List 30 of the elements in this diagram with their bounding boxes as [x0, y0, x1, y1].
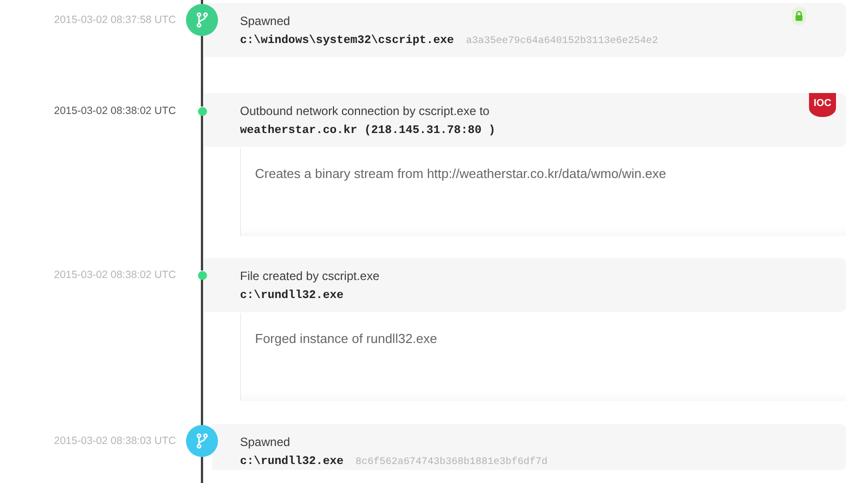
event-card	[204, 93, 846, 147]
event-marker	[186, 425, 218, 457]
event-card	[204, 258, 846, 312]
detail-text: Forged instance of rundll32.exe	[255, 330, 438, 348]
event-card	[204, 3, 846, 57]
file-path: weatherstar.co.kr (218.145.31.78:80 )	[240, 123, 496, 139]
file-hash: 8c6f562a674743b368b1881e3bf6df7d	[356, 456, 548, 470]
event-title: File created by cscript.exe	[240, 268, 380, 285]
timestamp: 2015-03-02 08:38:02 UTC	[54, 104, 176, 119]
event-marker	[186, 4, 218, 36]
event-title: Spawned	[240, 434, 290, 451]
file-path: c:\rundll32.exe	[240, 454, 344, 470]
timeline-line	[200, 280, 204, 425]
timeline-dot	[198, 106, 206, 116]
event-title: Spawned	[240, 13, 290, 30]
event-card	[212, 424, 846, 470]
ioc-badge: IOC	[809, 93, 836, 117]
file-path: c:\windows\system32\cscript.exe	[240, 33, 454, 49]
event-title: Outbound network connection by cscript.exe to	[240, 103, 490, 120]
timestamp: 2015-03-02 08:38:03 UTC	[54, 434, 176, 449]
timeline-dot	[198, 270, 206, 280]
file-hash: a3a35ee79c64a640152b3113e6e254e2	[466, 34, 658, 49]
timeline-line	[200, 116, 204, 270]
file-path: c:\rundll32.exe	[240, 288, 344, 304]
timestamp: 2015-03-02 08:37:58 UTC	[54, 13, 176, 28]
timeline-line	[200, 457, 204, 483]
timeline-line	[200, 36, 204, 106]
timeline-line	[200, 0, 204, 4]
timestamp: 2015-03-02 08:38:02 UTC	[54, 268, 176, 283]
detail-text: Creates a binary stream from http://weatherstar.co.kr/data/wmo/win.exe	[255, 165, 666, 183]
